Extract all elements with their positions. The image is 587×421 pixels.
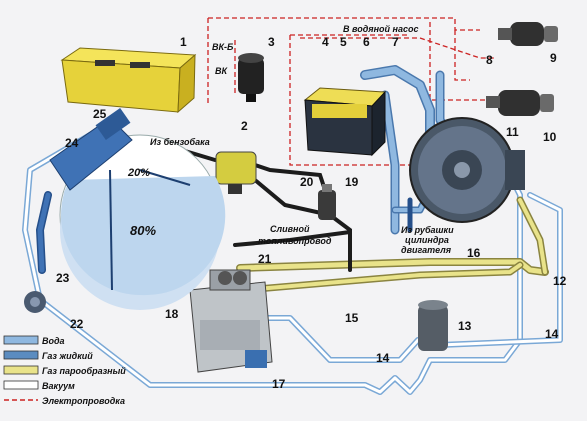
callout-24: 24 [65, 136, 79, 150]
legend-label-liquid-gas: Газ жидкий [42, 351, 93, 361]
callout-21: 21 [258, 252, 272, 266]
label-drain-line-2: топливопровод [258, 236, 332, 246]
callout-3: 3 [268, 35, 275, 49]
callout-22: 22 [70, 317, 84, 331]
callout-14a: 14 [545, 327, 559, 341]
label-80-percent: 80% [130, 223, 156, 238]
label-20-percent: 20% [127, 167, 150, 179]
callout-19: 19 [345, 175, 359, 189]
component-2-petrol-valve [215, 151, 257, 194]
component-1-control-unit [60, 47, 197, 114]
callout-numbers: 1 2 3 4 5 6 7 8 9 10 11 12 13 14 14 15 1… [56, 35, 567, 391]
legend-label-vapour-gas: Газ парообразный [42, 366, 126, 376]
component-23-tank-valve [24, 291, 46, 313]
callout-4: 4 [322, 35, 329, 49]
legend-swatch-water [3, 335, 39, 345]
legend-swatch-vacuum [3, 380, 39, 390]
callout-18: 18 [165, 307, 179, 321]
label-vk-b: ВК-Б [212, 42, 234, 52]
legend-label-vacuum: Вакуум [42, 381, 75, 391]
callout-20: 20 [300, 175, 314, 189]
component-17-connector [245, 350, 267, 368]
callout-23: 23 [56, 271, 70, 285]
liquid-gas-lines [35, 191, 413, 274]
component-3-relay [238, 53, 264, 102]
component-10-solenoid [486, 90, 554, 116]
callout-12: 12 [553, 274, 567, 288]
label-jacket-3: двигателя [401, 245, 452, 255]
callout-16: 16 [467, 246, 481, 260]
gas-vapour-lines [236, 196, 549, 294]
callout-25: 25 [93, 107, 107, 121]
callout-2: 2 [241, 119, 248, 133]
legend-swatch-vapour-gas [3, 365, 39, 375]
component-9-solenoid [498, 22, 558, 46]
callout-14b: 14 [376, 351, 390, 365]
vacuum-lines [22, 132, 563, 395]
electrical-wiring [207, 17, 498, 166]
callout-9: 9 [550, 51, 557, 65]
label-jacket-1: Из рубашки [401, 225, 454, 235]
callout-17: 17 [272, 377, 286, 391]
component-18-mixer [189, 269, 273, 373]
component-13-filter [418, 300, 448, 351]
callout-5: 5 [340, 35, 347, 49]
component-20-valve [318, 184, 336, 220]
label-jacket-2: цилиндра [405, 235, 449, 245]
label-vk: ВК [215, 66, 228, 76]
callout-11: 11 [506, 125, 519, 139]
gas-tank [49, 108, 226, 310]
label-to-water-pump: В водяной насос [343, 24, 418, 34]
callout-7: 7 [392, 35, 399, 49]
legend-label-water: Вода [42, 336, 65, 346]
label-drain-line: Сливной [270, 224, 310, 234]
component-4-battery [303, 87, 387, 157]
callout-6: 6 [363, 35, 370, 49]
legend-swatch-liquid-gas [3, 350, 39, 360]
callout-10: 10 [543, 130, 557, 144]
callout-15: 15 [345, 311, 359, 325]
legend-label-wiring: Электропроводка [42, 396, 125, 406]
callout-1: 1 [180, 35, 187, 49]
callout-13: 13 [458, 319, 472, 333]
component-11-reducer [409, 117, 525, 223]
callout-8: 8 [486, 53, 493, 67]
label-from-tank: Из бензобака [150, 137, 210, 147]
legend: Вода Газ жидкий Газ парообразный Вакуум … [3, 335, 126, 406]
